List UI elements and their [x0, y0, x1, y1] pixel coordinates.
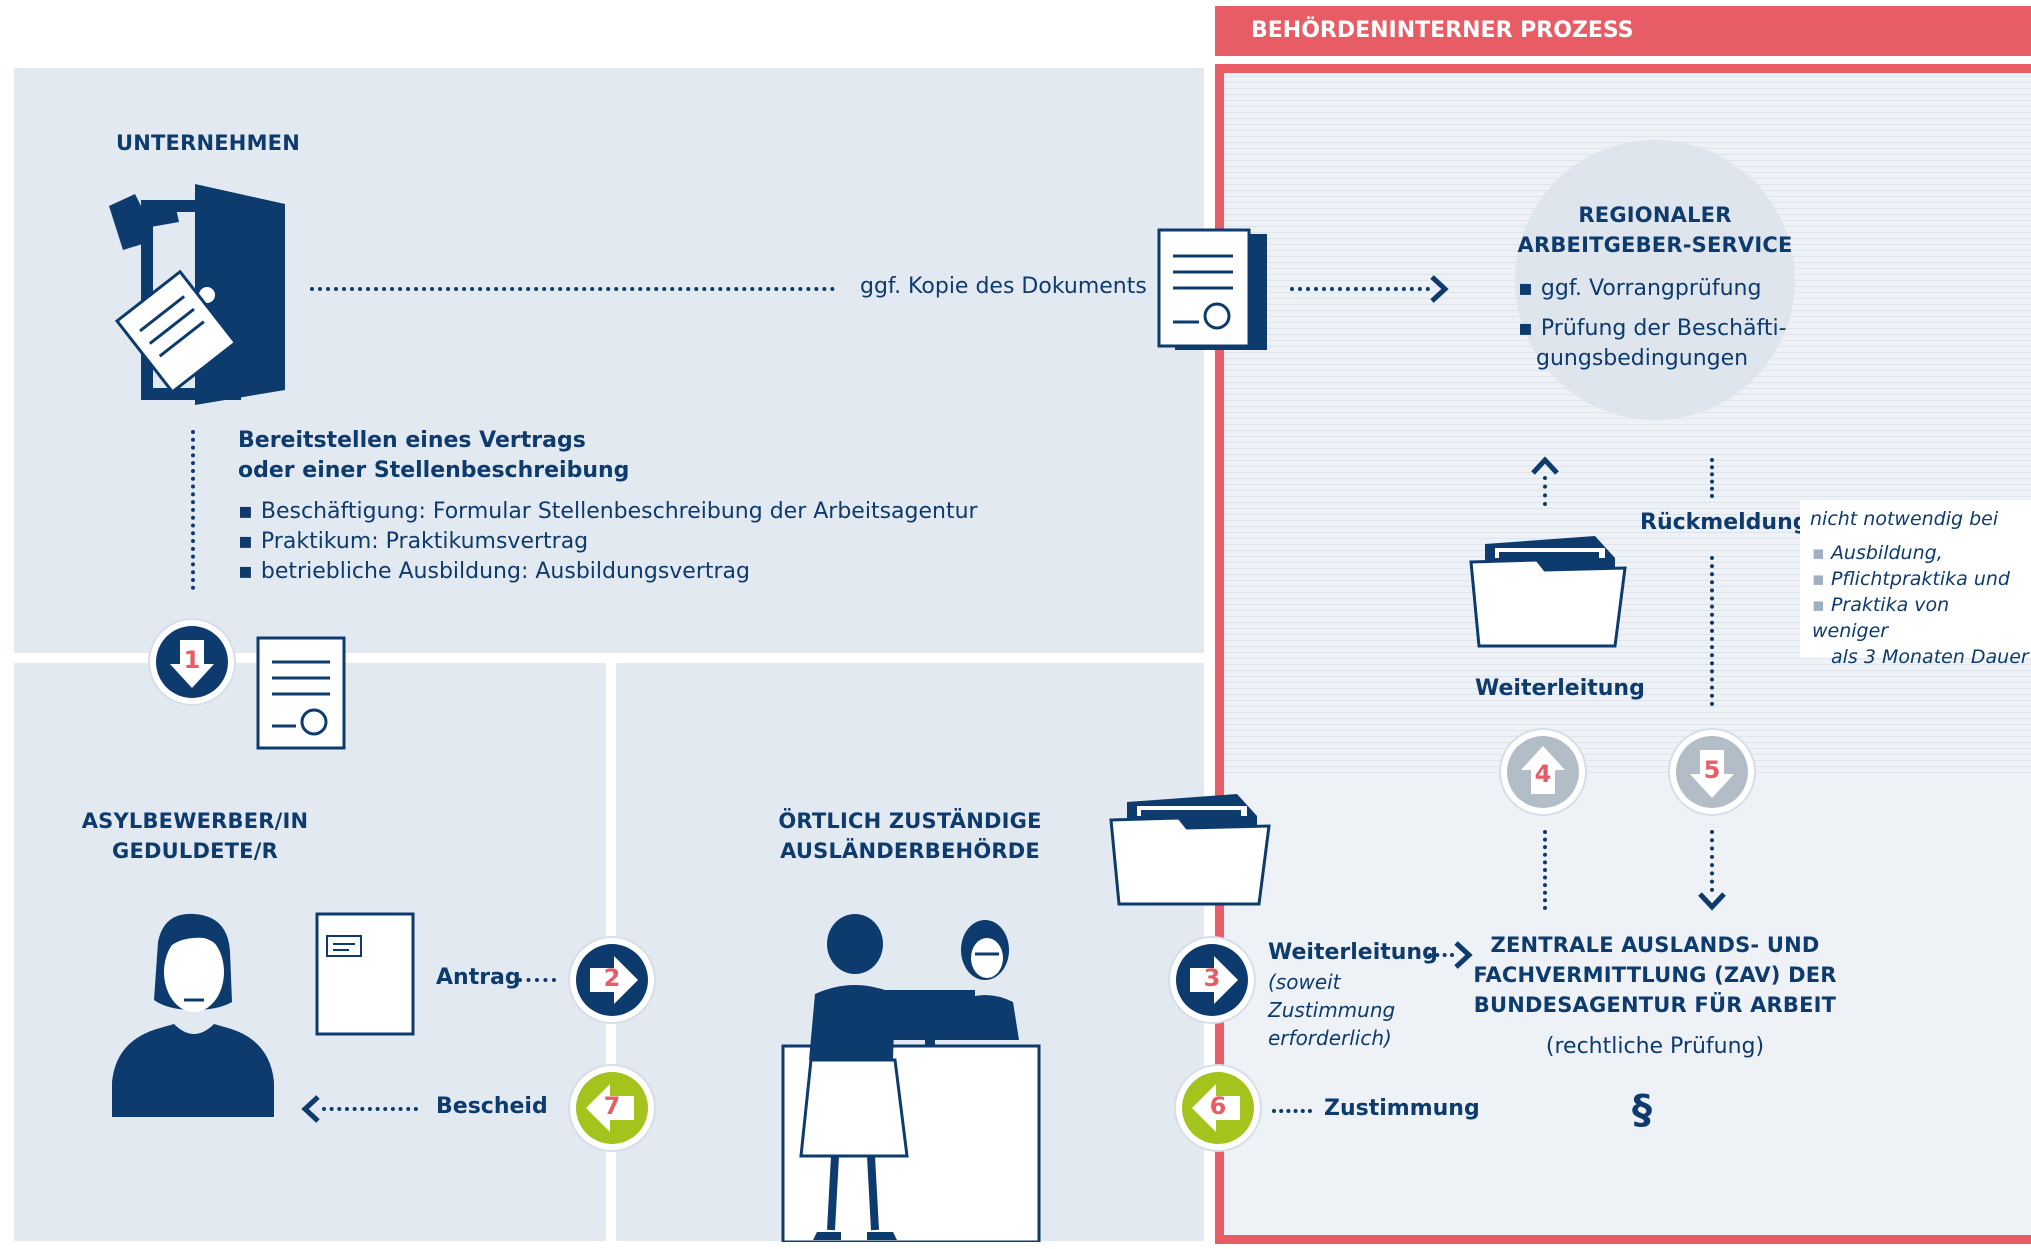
chevron-up-icon [1531, 456, 1559, 475]
door-icon [109, 184, 285, 405]
step7-badge: 7 [570, 1066, 654, 1150]
step1-badge: 1 [150, 620, 234, 704]
office-desk-icon [781, 914, 1041, 1242]
step5-badge: 5 [1670, 730, 1754, 814]
auslaender-title-line1: ÖRTLICH ZUSTÄNDIGE [778, 809, 1042, 833]
step1-bullet: Praktikum: Praktikumsvertrag [238, 527, 978, 557]
zav-subtitle: (rechtliche Prüfung) [1545, 1034, 1765, 1059]
step6-badge: 6 [1176, 1066, 1260, 1150]
asyl-title-line1: ASYLBEWERBER/IN [81, 809, 309, 833]
exception-note-list: ▪ Ausbildung, ▪ Pflichtpraktika und ▪ Pr… [1812, 540, 2031, 670]
bescheid-label: Bescheid [436, 1094, 548, 1119]
exception-note-item: ▪ Praktika von weniger [1812, 594, 1950, 642]
asyl-title: ASYLBEWERBER/IN GEDULDETE/R [60, 806, 330, 866]
bescheid-connector [322, 1107, 418, 1111]
chevron-right-icon [1454, 941, 1473, 969]
document-copy-icon [1157, 228, 1267, 350]
step3-number: 3 [1203, 964, 1221, 992]
regional-title: REGIONALER ARBEITGEBER-SERVICE [1500, 200, 1810, 260]
step3-label: Weiterleitung [1268, 940, 1438, 965]
step1-connector [191, 430, 195, 590]
exception-note-item: ▪ Pflichtpraktika und [1812, 568, 2010, 590]
arrow-left-icon [576, 1072, 648, 1144]
step5-number: 5 [1703, 756, 1721, 784]
zav-title-line3: BUNDESAGENTUR FÜR ARBEIT [1473, 993, 1837, 1017]
step4-number: 4 [1534, 760, 1552, 788]
arrow-down-icon [1676, 736, 1748, 808]
step1-heading-line1: Bereitstellen eines Vertrags [238, 428, 586, 453]
forward-up-connector [1543, 476, 1547, 506]
process-banner: BEHÖRDENINTERNER PROZESS [1215, 6, 2031, 56]
arrow-right-icon [1176, 944, 1248, 1016]
regional-bullets: ggf. Vorrangprüfung Prüfung der Beschäft… [1518, 274, 1787, 374]
zustimmung-connector [1272, 1109, 1312, 1113]
step3-note-line1: (soweit [1268, 970, 1341, 994]
antrag-connector [518, 978, 556, 982]
weiterleitung-top-label: Weiterleitung [1475, 676, 1645, 701]
step4-connector [1543, 830, 1547, 910]
folder-icon [1469, 536, 1627, 648]
regional-bullet: Prüfung der Beschäfti- [1518, 314, 1787, 344]
rueckmeldung-label: Rückmeldung [1640, 510, 1809, 535]
zav-title-line2: FACHVERMITTLUNG (ZAV) DER [1473, 963, 1837, 987]
zav-title: ZENTRALE AUSLANDS- UND FACHVERMITTLUNG (… [1465, 930, 1845, 1020]
arrow-left-icon [1182, 1072, 1254, 1144]
process-banner-label: BEHÖRDENINTERNER PROZESS [1251, 18, 1634, 43]
step1-bullet: betriebliche Ausbildung: Ausbildungsvert… [238, 557, 978, 587]
copy-to-regional-connector [1290, 287, 1430, 291]
exception-note-intro: nicht notwendig bei [1810, 508, 1999, 530]
unternehmen-title: UNTERNEHMEN [116, 131, 300, 155]
paragraph-icon: § [1632, 1087, 1652, 1133]
step3-badge: 3 [1170, 938, 1254, 1022]
folder-icon [1109, 794, 1271, 906]
rueckmeldung-upper-connector [1710, 458, 1714, 498]
regional-bullet-cont: gungsbedingungen [1536, 346, 1749, 371]
antrag-label: Antrag [436, 965, 521, 990]
regional-title-line1: REGIONALER [1578, 203, 1732, 227]
chevron-left-icon [301, 1095, 320, 1123]
auslaender-title: ÖRTLICH ZUSTÄNDIGE AUSLÄNDERBEHÖRDE [760, 806, 1060, 866]
step2-badge: 2 [570, 938, 654, 1022]
regional-title-line2: ARBEITGEBER-SERVICE [1517, 233, 1793, 257]
step4-badge: 4 [1501, 730, 1585, 814]
zav-title-line1: ZENTRALE AUSLANDS- UND [1490, 933, 1820, 957]
step3-connector [1428, 953, 1454, 957]
step1-bullet-list: Beschäftigung: Formular Stellenbeschreib… [238, 497, 978, 587]
arrow-right-icon [576, 944, 648, 1016]
copy-label: ggf. Kopie des Dokuments [860, 274, 1147, 299]
regional-bullet: ggf. Vorrangprüfung [1518, 274, 1787, 304]
chevron-down-icon [1698, 892, 1726, 911]
exception-note: nicht notwendig bei ▪ Ausbildung, ▪ Pfli… [1800, 500, 2031, 668]
zustimmung-label: Zustimmung [1324, 1096, 1480, 1121]
step2-number: 2 [603, 964, 621, 992]
step1-heading-line2: oder einer Stellenbeschreibung [238, 458, 630, 483]
step3-note: (soweit Zustimmung erforderlich) [1268, 968, 1395, 1052]
step6-number: 6 [1209, 1092, 1227, 1120]
chevron-right-icon [1430, 275, 1449, 303]
rueckmeldung-lower-connector [1710, 556, 1714, 706]
step3-note-line3: erforderlich) [1268, 1026, 1392, 1050]
auslaender-title-line2: AUSLÄNDERBEHÖRDE [780, 839, 1040, 863]
asyl-title-line2: GEDULDETE/R [112, 839, 278, 863]
person-icon [112, 913, 274, 1117]
application-form-icon [315, 912, 415, 1036]
step7-number: 7 [603, 1092, 621, 1120]
step5-connector [1710, 830, 1714, 892]
copy-connector [310, 287, 835, 291]
arrow-up-icon [1507, 736, 1579, 808]
step1-heading: Bereitstellen eines Vertrags oder einer … [238, 426, 629, 486]
asyl-panel [14, 663, 606, 1241]
contract-document-icon [256, 636, 346, 750]
process-striped-area [1224, 73, 2031, 773]
exception-note-item: als 3 Monaten Dauer [1831, 646, 2029, 668]
step1-number: 1 [183, 646, 201, 674]
arrow-down-icon [156, 626, 228, 698]
step1-bullet: Beschäftigung: Formular Stellenbeschreib… [238, 497, 978, 527]
exception-note-item: ▪ Ausbildung, [1812, 542, 1943, 564]
step3-note-line2: Zustimmung [1268, 998, 1396, 1022]
